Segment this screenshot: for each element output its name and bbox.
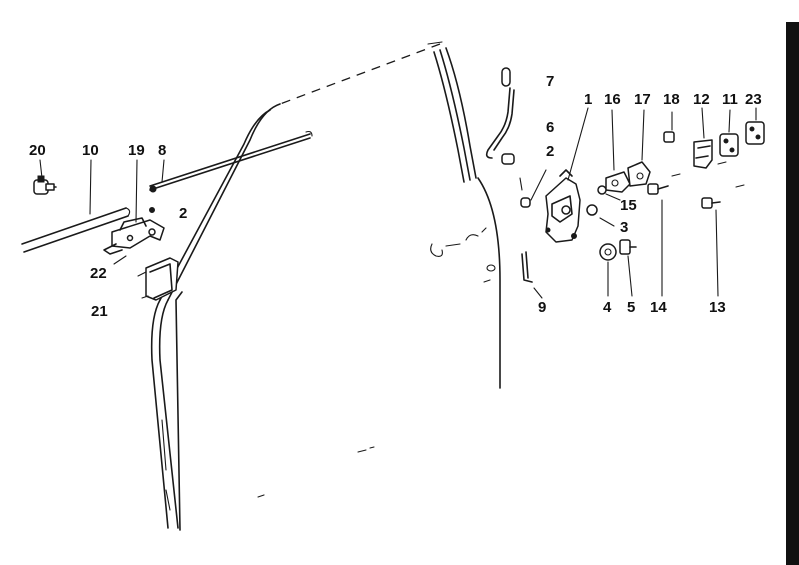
door-outline	[150, 41, 745, 531]
part-6-rod	[485, 67, 515, 159]
callout-23: 23	[745, 91, 762, 108]
callout-21: 21	[91, 303, 108, 320]
callout-12: 12	[693, 91, 710, 108]
page-edge-bar	[786, 22, 799, 565]
callout-13: 13	[709, 299, 726, 316]
part-18-screw	[663, 111, 675, 143]
callout-9: 9	[538, 299, 546, 316]
callout-2a: 2	[546, 143, 554, 160]
part-2-bushing	[501, 153, 547, 208]
callout-17: 17	[634, 91, 651, 108]
part-1-door-lock	[545, 107, 589, 243]
callout-16: 16	[604, 91, 621, 108]
part-19-handle-bracket	[103, 207, 165, 255]
part-23-plate	[745, 107, 765, 145]
callout-6: 6	[546, 119, 554, 136]
callout-18: 18	[663, 91, 680, 108]
part-3-bushing	[586, 204, 615, 227]
callout-7: 7	[546, 73, 554, 90]
callout-4: 4	[603, 299, 612, 316]
callout-14: 14	[650, 299, 667, 316]
callout-2b: 2	[179, 205, 187, 222]
callout-3: 3	[620, 219, 628, 236]
leader-lines-left	[39, 159, 165, 265]
callout-20: 20	[29, 142, 46, 159]
callout-1: 1	[584, 91, 592, 108]
part-4-washer	[599, 243, 617, 297]
part-12-wedge-block	[693, 107, 713, 169]
callout-8: 8	[158, 142, 166, 159]
part-21-housing	[137, 257, 179, 301]
part-17-wedge	[627, 109, 651, 187]
callout-10: 10	[82, 142, 99, 159]
rod-10	[21, 207, 131, 253]
part-11-plate	[719, 109, 739, 157]
rod-8	[149, 130, 313, 193]
callout-22: 22	[90, 265, 107, 282]
part-9-rod	[521, 251, 543, 299]
part-15-16-striker	[597, 109, 631, 201]
callout-labels: 1 2 2 3 4 5 6 7 8 9 10 11 12 13 14 15 16…	[29, 73, 762, 320]
callout-19: 19	[128, 142, 145, 159]
callout-11: 11	[722, 91, 738, 108]
part-13-bolt	[701, 197, 721, 297]
part-5-screw	[619, 239, 637, 297]
callout-15: 15	[620, 197, 637, 214]
callout-5: 5	[627, 299, 635, 316]
part-20-clip	[33, 175, 57, 195]
part-14-bolt	[647, 183, 669, 297]
